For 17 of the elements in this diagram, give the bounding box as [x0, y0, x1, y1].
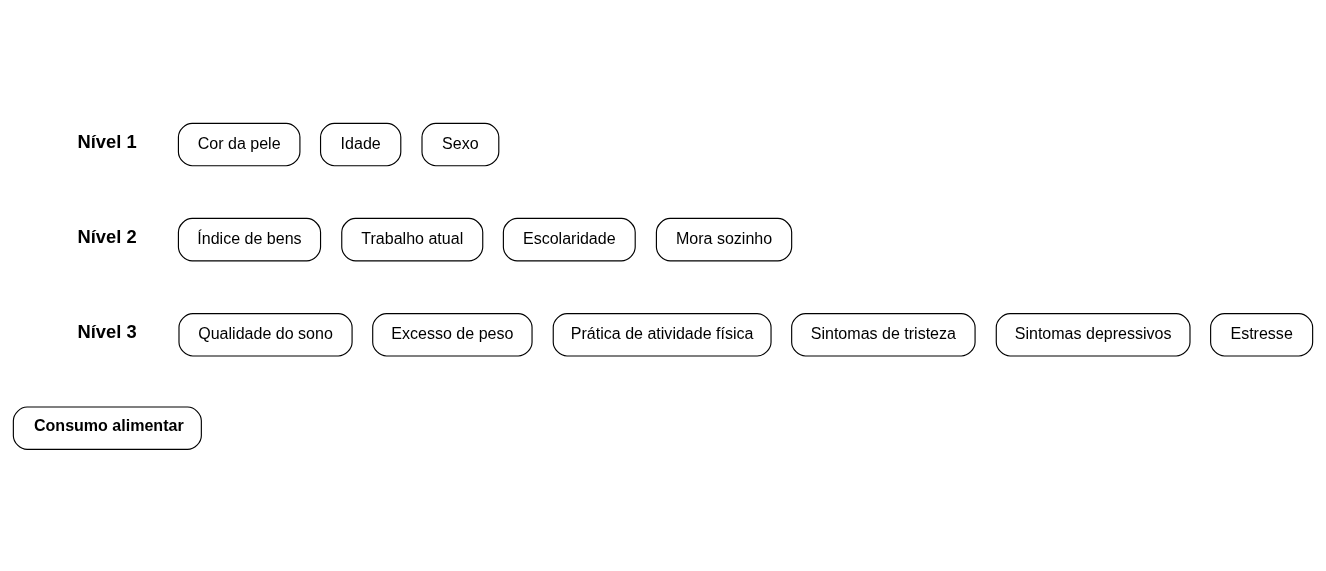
node-box: Qualidade do sono [178, 313, 353, 357]
node-box: Excesso de peso [372, 313, 533, 357]
node-box: Cor da pele [177, 122, 301, 167]
node-box: Mora sozinho [655, 217, 793, 262]
label: Nível 1 [77, 130, 137, 152]
label: Nível 2 [77, 225, 137, 247]
label: Nível 3 [77, 321, 137, 342]
node-box: Prática de atividade física [552, 313, 772, 357]
node-box: Trabalho atual [341, 217, 484, 262]
node-box: Escolaridade [502, 217, 636, 262]
node-box: Estresse [1210, 313, 1314, 357]
node-box: Sexo [421, 122, 500, 167]
node-box: Consumo alimentar [12, 406, 202, 450]
node-box: Sintomas de tristeza [791, 313, 976, 357]
node-box: Índice de bens [177, 217, 322, 262]
node-box: Idade [320, 122, 402, 167]
node-box: Sintomas depressivos [995, 313, 1191, 357]
